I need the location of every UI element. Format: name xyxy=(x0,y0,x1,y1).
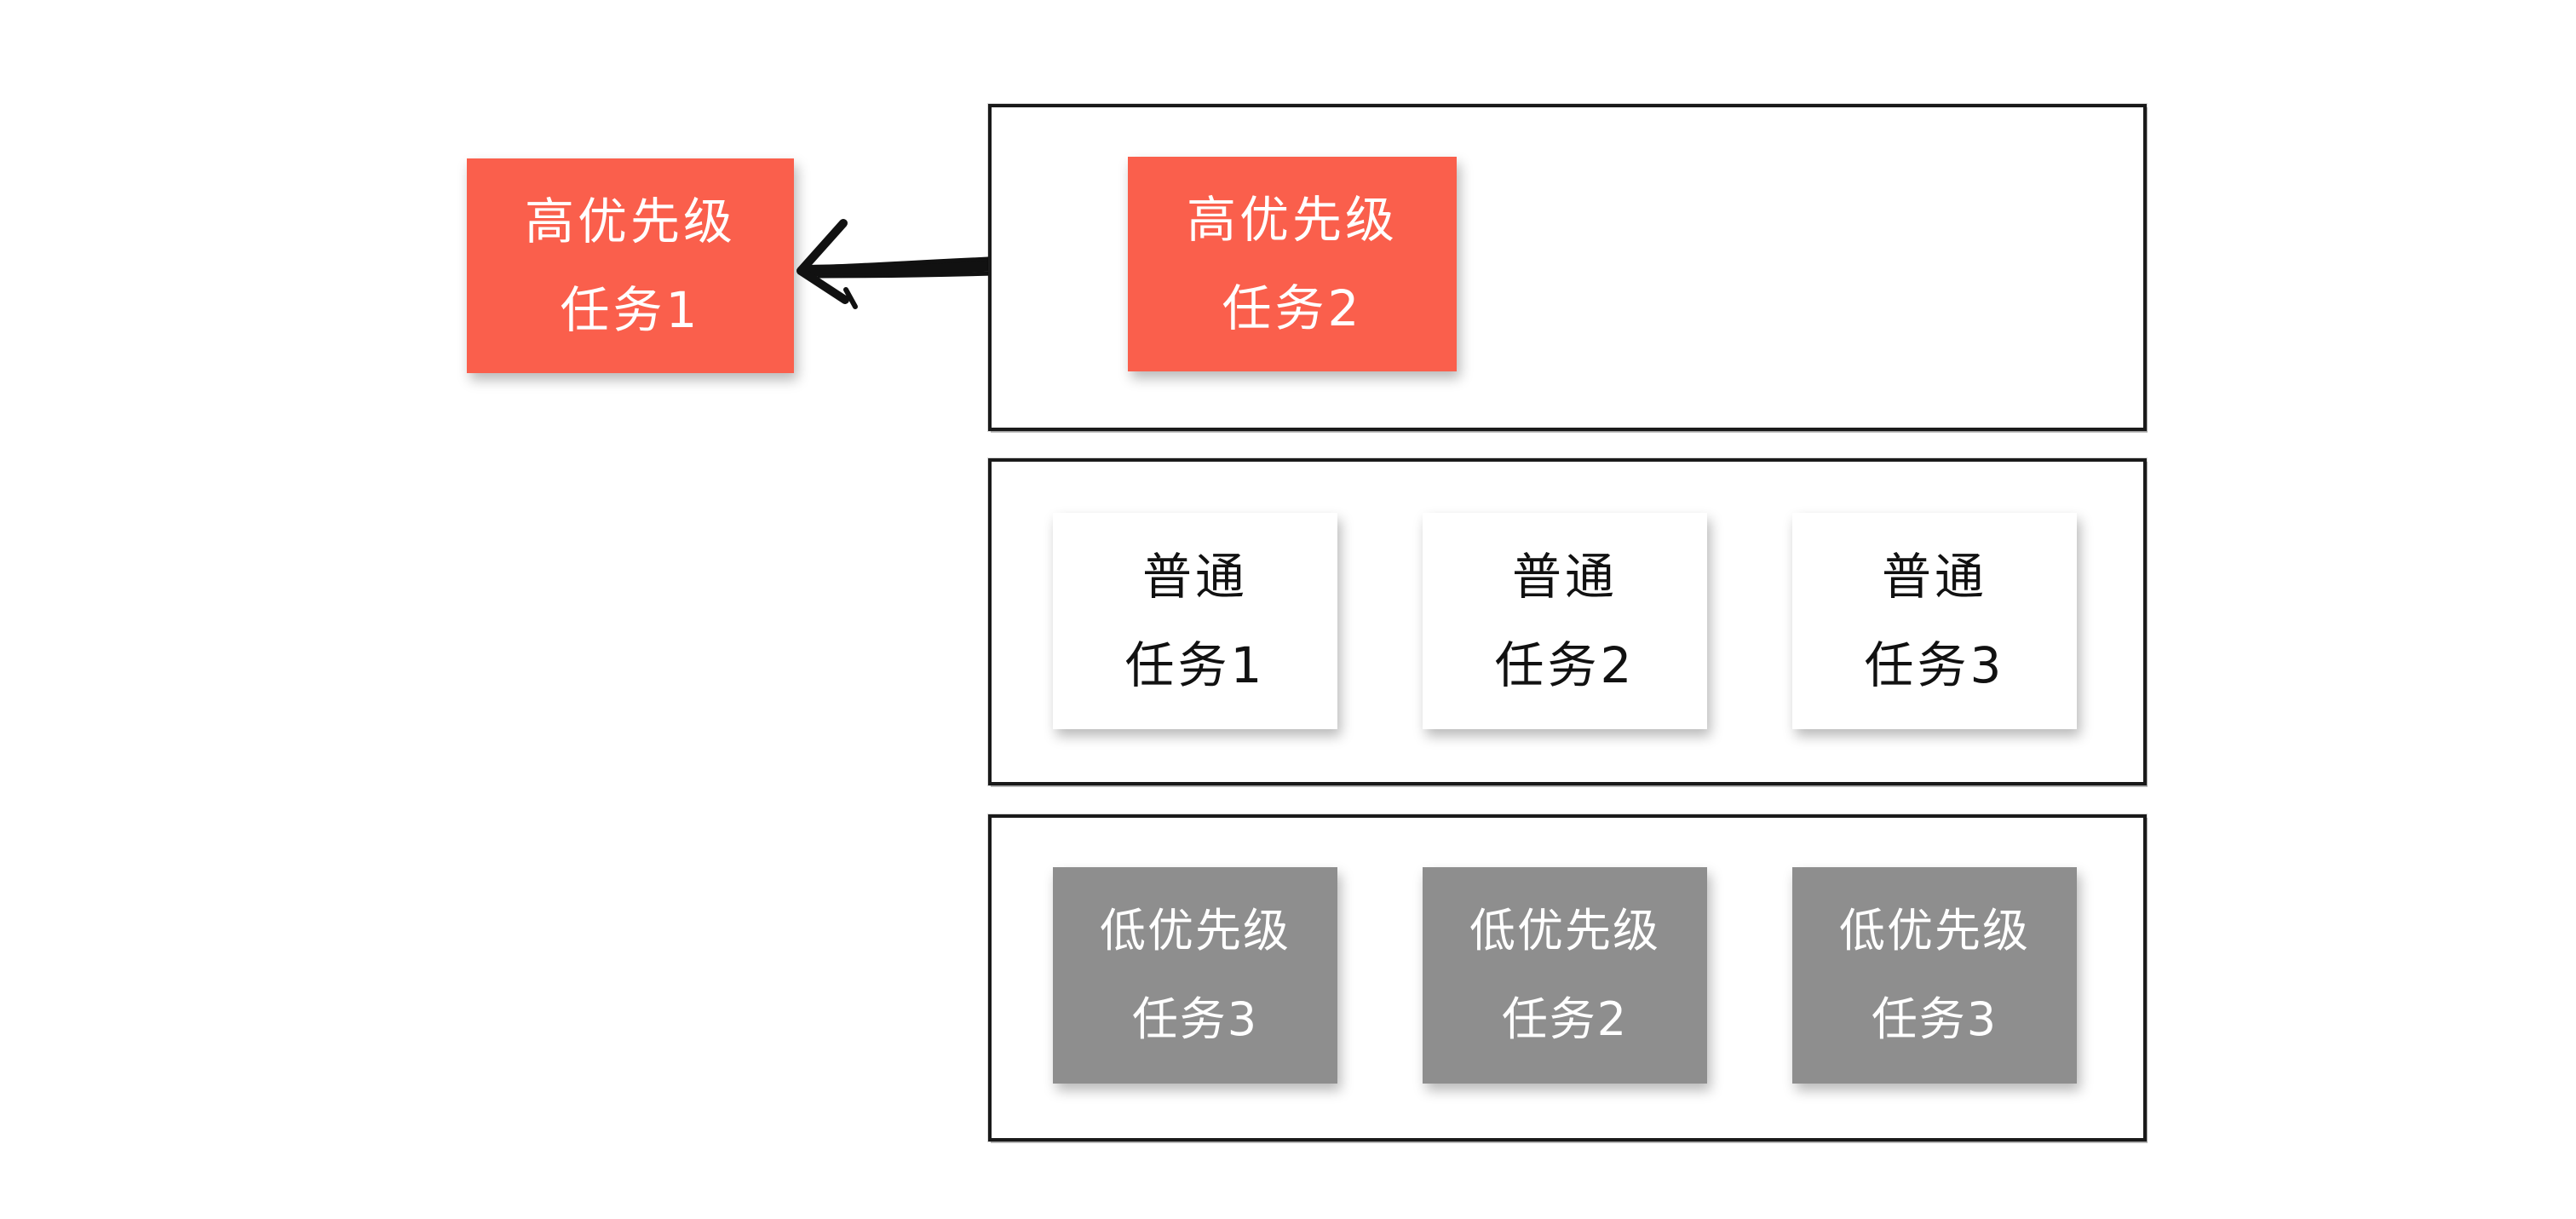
normal-task-card: 普通 任务1 xyxy=(1053,513,1337,729)
dequeued-task-card: 高优先级 任务1 xyxy=(467,158,794,373)
low-priority-task-card: 低优先级 任务3 xyxy=(1792,867,2077,1084)
task-name-label: 任务2 xyxy=(1501,992,1629,1046)
low-priority-task-card: 低优先级 任务3 xyxy=(1053,867,1337,1084)
task-name-label: 任务1 xyxy=(1124,636,1266,694)
task-priority-label: 普通 xyxy=(1881,548,1987,606)
task-name-label: 任务3 xyxy=(1871,992,1998,1046)
task-name-label: 任务3 xyxy=(1864,636,2005,694)
task-name-label: 任务1 xyxy=(560,281,701,339)
task-priority-label: 普通 xyxy=(1511,548,1618,606)
task-name-label: 任务2 xyxy=(1222,279,1363,337)
normal-task-card: 普通 任务3 xyxy=(1792,513,2077,729)
normal-task-card: 普通 任务2 xyxy=(1423,513,1707,729)
task-priority-label: 高优先级 xyxy=(1186,191,1398,249)
task-name-label: 任务3 xyxy=(1131,992,1259,1046)
task-priority-label: 高优先级 xyxy=(524,193,736,250)
task-name-label: 任务2 xyxy=(1494,636,1636,694)
high-priority-task-card: 高优先级 任务2 xyxy=(1128,157,1457,371)
task-priority-label: 普通 xyxy=(1141,548,1248,606)
task-priority-label: 低优先级 xyxy=(1839,904,2030,957)
task-priority-label: 低优先级 xyxy=(1100,904,1291,957)
task-priority-label: 低优先级 xyxy=(1469,904,1660,957)
low-priority-task-card: 低优先级 任务2 xyxy=(1423,867,1707,1084)
